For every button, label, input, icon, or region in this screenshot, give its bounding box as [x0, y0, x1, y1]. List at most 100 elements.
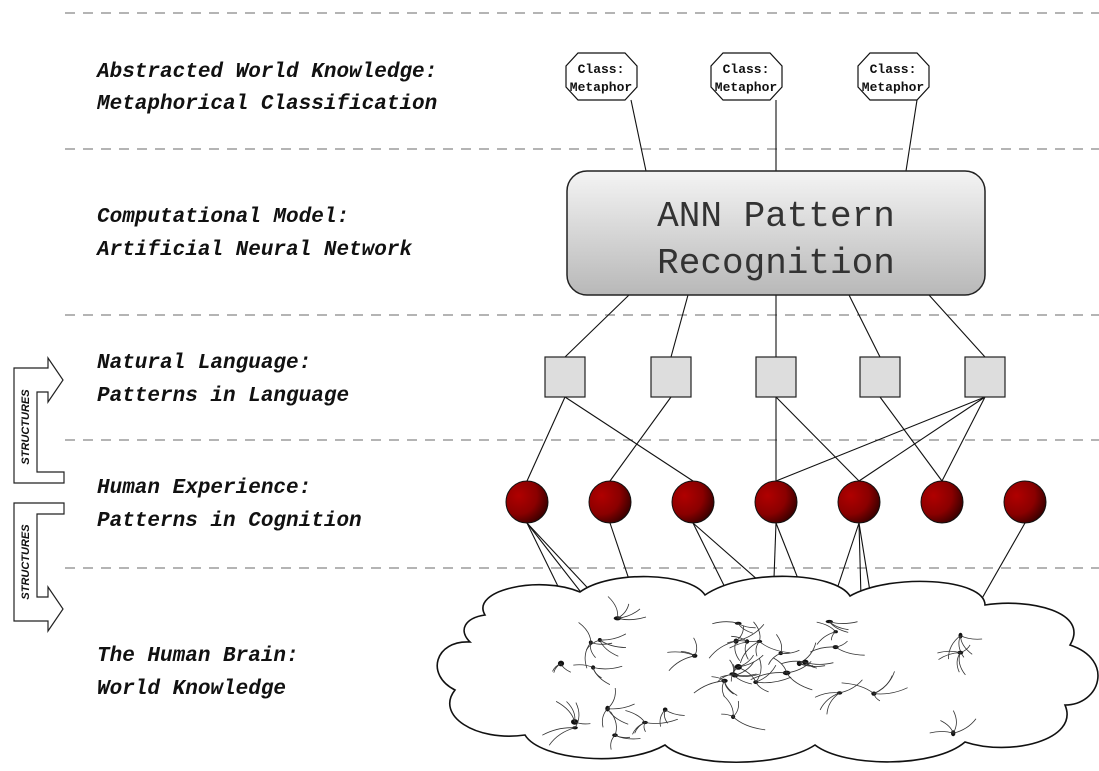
dendrite: [729, 640, 760, 649]
dendrite: [835, 646, 865, 656]
dendrite: [829, 621, 858, 624]
dendrite: [960, 635, 983, 640]
dendrite: [781, 660, 806, 664]
square-circle-edge: [858, 396, 986, 482]
dendrite: [953, 718, 977, 734]
dendrite: [873, 675, 893, 694]
layer-5-title: The Human Brain:: [97, 645, 299, 668]
dendrite: [734, 640, 741, 661]
dendrite: [804, 661, 817, 669]
dendrite: [708, 640, 737, 659]
dendrite: [780, 649, 800, 654]
octagon-shape: [565, 52, 638, 101]
dendrite: [643, 722, 646, 732]
dendrite: [589, 642, 596, 658]
dendrite: [732, 673, 757, 676]
class-node-label: Metaphor: [570, 80, 632, 95]
dendrite: [732, 673, 752, 685]
language-square: [755, 356, 797, 398]
cognition-node: [671, 480, 715, 524]
class-node-label: Class:: [578, 62, 625, 77]
dendrite: [799, 642, 817, 664]
dendrite: [750, 672, 787, 680]
layer-labels: Abstracted World Knowledge: Metaphorical…: [95, 61, 437, 701]
octagon-shape: [710, 52, 783, 101]
square-circle-edge: [564, 396, 694, 482]
ann-box-title: ANN Pattern: [657, 196, 895, 237]
class-node-label: Metaphor: [715, 80, 777, 95]
class-node-1: Class: Metaphor: [565, 52, 638, 101]
dendrite: [738, 654, 754, 668]
dendrite: [952, 710, 957, 734]
dendrite: [753, 621, 761, 642]
dendrite: [737, 623, 754, 634]
class-node-3: Class: Metaphor: [857, 52, 930, 101]
dendrite: [727, 640, 748, 644]
dendrite: [610, 711, 617, 736]
dendrite: [755, 658, 762, 683]
cloud-outline: [436, 575, 1099, 763]
dendrite: [948, 635, 961, 660]
dendrite: [775, 634, 783, 654]
square-circle-edge: [941, 396, 986, 482]
ann-box: ANN Pattern Recognition: [566, 170, 986, 296]
language-square: [544, 356, 586, 398]
cognition-node: [754, 480, 798, 524]
dendrite: [593, 665, 623, 670]
dendrite: [578, 622, 592, 643]
dendrite: [960, 635, 973, 655]
language-square: [859, 356, 901, 398]
dendrite: [735, 625, 744, 642]
dendrite: [555, 701, 575, 722]
layer-1-title: Abstracted World Knowledge:: [95, 61, 437, 84]
dendrite: [614, 734, 641, 740]
dendrite: [759, 641, 791, 654]
square-circle-edge: [879, 396, 943, 482]
dendrite: [734, 673, 759, 677]
ann-box-subtitle: Recognition: [657, 243, 895, 284]
dendrite: [717, 673, 733, 683]
dendrite: [929, 731, 954, 734]
cognition-node: [920, 480, 964, 524]
dendrite: [607, 596, 619, 619]
dendrite: [585, 639, 600, 651]
dendrite: [542, 727, 576, 736]
dendrite: [835, 640, 848, 648]
dendrite: [712, 621, 739, 625]
dendrite: [724, 680, 738, 696]
dendrite: [574, 702, 580, 729]
dendrite: [738, 654, 764, 668]
dendrite: [768, 652, 781, 665]
dendrite: [610, 734, 616, 750]
cognition-node: [588, 480, 632, 524]
dendrite: [693, 637, 698, 656]
dendrite: [814, 692, 840, 698]
dendrite: [755, 681, 769, 693]
cognition-node: [837, 480, 881, 524]
layer-3-title: Natural Language:: [97, 352, 311, 375]
dendrite: [732, 716, 766, 731]
class-node-2: Class: Metaphor: [710, 52, 783, 101]
dendrite: [873, 693, 881, 702]
dendrite: [721, 680, 725, 697]
dendrite: [816, 631, 836, 645]
layer-1-subtitle: Metaphorical Classification: [96, 93, 437, 116]
neuron-texture: [542, 596, 983, 750]
dendrite: [573, 664, 594, 668]
dendrite: [659, 709, 666, 727]
dendrite: [958, 652, 966, 676]
dendrite: [873, 687, 908, 695]
class-node-label: Class:: [870, 62, 917, 77]
layer-2-subtitle: Artificial Neural Network: [95, 239, 412, 262]
dendrite: [755, 676, 792, 684]
dendrite: [940, 720, 954, 734]
dendrite: [841, 682, 875, 694]
dendrite: [828, 621, 849, 633]
cognition-node: [505, 480, 549, 524]
cognition-node: [1003, 480, 1047, 524]
class-node-label: Metaphor: [862, 80, 924, 95]
octagon-shape: [857, 52, 930, 101]
dendrite: [755, 665, 777, 683]
dendrite: [607, 708, 629, 725]
